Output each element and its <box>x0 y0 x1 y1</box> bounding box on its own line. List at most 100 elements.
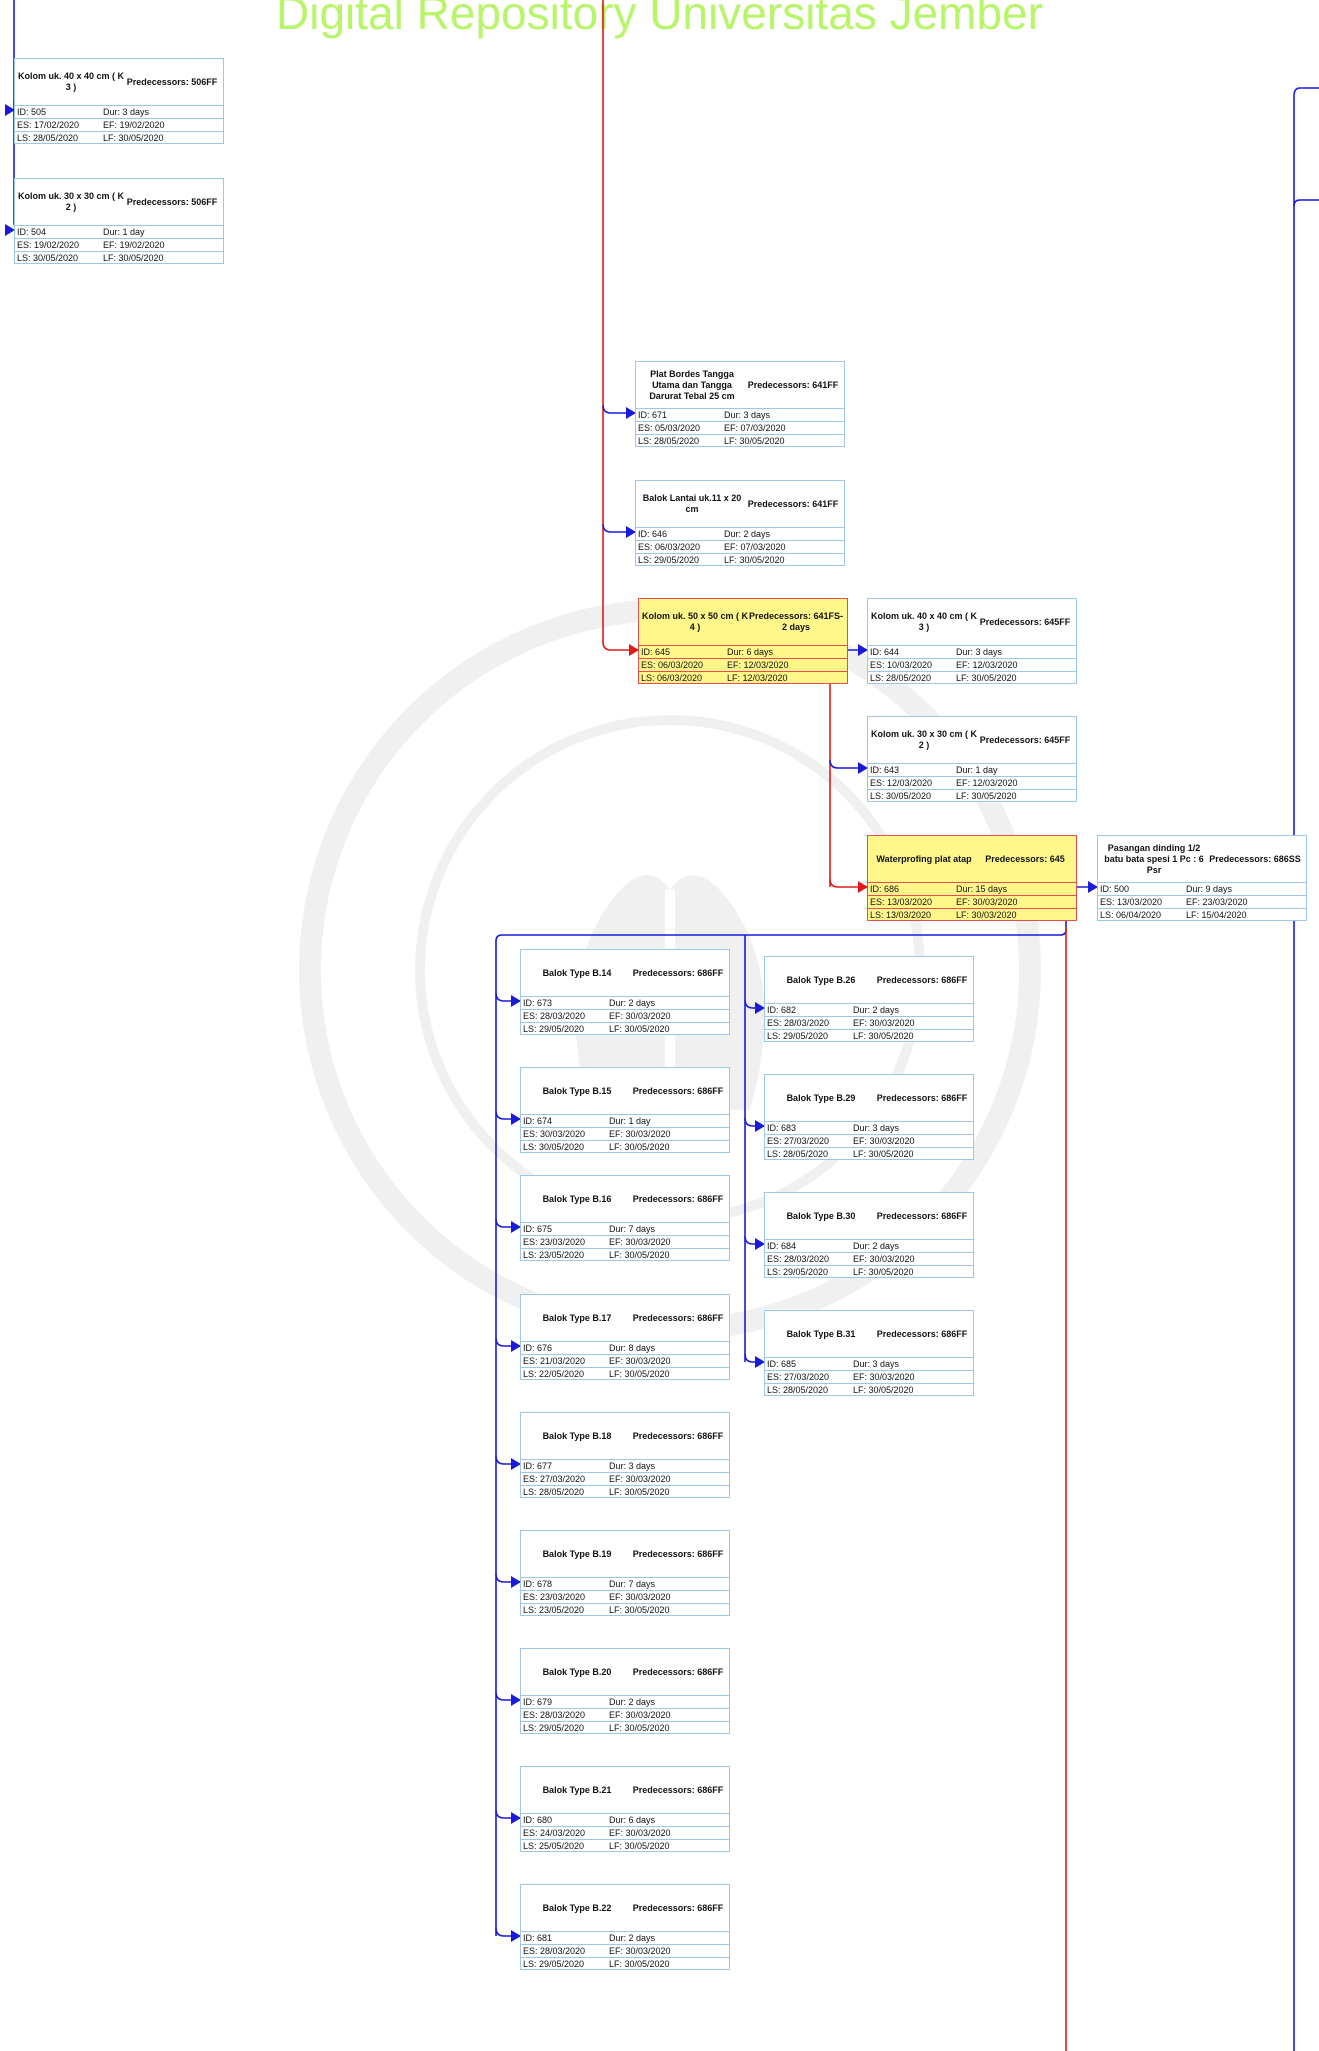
task-node-505[interactable]: Kolom uk. 40 x 40 cm ( K 3 )Predecessors… <box>14 58 224 144</box>
task-late-start: LS: 28/05/2020 <box>767 1385 829 1395</box>
link-arrowhead <box>858 881 868 893</box>
task-id: ID: 684 <box>767 1241 797 1251</box>
task-node-644[interactable]: Kolom uk. 40 x 40 cm ( K 3 )Predecessors… <box>867 598 1077 684</box>
task-early-finish: EF: 19/02/2020 <box>103 120 165 130</box>
link-line <box>495 992 520 1002</box>
link-arrowhead <box>511 1458 521 1470</box>
link-line <box>1293 199 1319 207</box>
task-late-finish: LF: 30/05/2020 <box>609 1142 670 1152</box>
task-early-start: ES: 27/03/2020 <box>767 1136 830 1146</box>
task-name: Plat Bordes Tangga Utama dan Tangga Daru… <box>649 368 735 401</box>
task-late-finish: LF: 30/05/2020 <box>103 253 164 263</box>
link-arrowhead <box>629 644 639 656</box>
task-node-header: Pasangan dinding 1/2 batu bata spesi 1 P… <box>1098 836 1306 882</box>
task-node-671[interactable]: Plat Bordes Tangga Utama dan Tangga Daru… <box>635 361 845 447</box>
task-node-674[interactable]: Balok Type B.15 Predecessors: 686FF ID: 67… <box>520 1067 730 1153</box>
task-early-finish: EF: 07/03/2020 <box>724 423 786 433</box>
task-id: ID: 644 <box>870 647 900 657</box>
task-id: ID: 676 <box>523 1343 553 1353</box>
task-id: ID: 682 <box>767 1005 797 1015</box>
task-id: ID: 679 <box>523 1697 553 1707</box>
task-early-finish: EF: 30/03/2020 <box>609 1011 671 1021</box>
task-id: ID: 673 <box>523 998 553 1008</box>
task-late-start: LS: 22/05/2020 <box>523 1369 585 1379</box>
task-predecessors: Predecessors: 686FF <box>876 974 968 985</box>
task-name: Balok Type B.21 <box>542 1784 612 1795</box>
link-line <box>495 1927 520 1937</box>
task-predecessors: Predecessors: 686FF <box>632 1085 724 1096</box>
task-predecessors: Predecessors: 645 <box>985 853 1065 864</box>
task-predecessors: Predecessors: 506FF <box>126 76 218 87</box>
task-late-start: LS: 28/05/2020 <box>870 673 932 683</box>
link-line <box>495 1218 520 1228</box>
task-late-finish: LF: 30/05/2020 <box>956 791 1017 801</box>
link-line <box>1283 87 1319 2051</box>
task-late-start: LS: 28/05/2020 <box>523 1487 585 1497</box>
task-name: Balok Type B.18 <box>542 1430 612 1441</box>
task-late-start: LS: 29/05/2020 <box>523 1959 585 1969</box>
task-early-start: ES: 30/03/2020 <box>523 1129 586 1139</box>
task-node-643[interactable]: Kolom uk. 30 x 30 cm ( K 2 )Predecessors… <box>867 716 1077 802</box>
task-node-504[interactable]: Kolom uk. 30 x 30 cm ( K 2 )Predecessors… <box>14 178 224 264</box>
task-node-500[interactable]: Pasangan dinding 1/2 batu bata spesi 1 P… <box>1097 835 1307 921</box>
link-line <box>744 999 764 1009</box>
task-late-finish: LF: 30/05/2020 <box>724 436 785 446</box>
task-late-finish: LF: 30/05/2020 <box>853 1385 914 1395</box>
task-name: Kolom uk. 40 x 40 cm ( K 3 ) <box>17 71 125 92</box>
task-early-start: ES: 28/03/2020 <box>767 1254 830 1264</box>
task-duration: Dur: 15 days <box>956 884 1008 894</box>
task-predecessors: Predecessors: 645FF <box>979 616 1071 627</box>
task-predecessors: Predecessors: 686FF <box>632 1666 724 1677</box>
task-late-start: LS: 29/05/2020 <box>523 1723 585 1733</box>
task-late-finish: LF: 12/03/2020 <box>727 673 788 683</box>
task-late-finish: LF: 30/05/2020 <box>609 1723 670 1733</box>
task-name: Kolom uk. 50 x 50 cm ( K 4 ) <box>641 611 749 632</box>
task-node-header: Plat Bordes Tangga Utama dan Tangga Daru… <box>636 362 844 408</box>
task-node-645[interactable]: Kolom uk. 50 x 50 cm ( K 4 )Predecessors… <box>638 598 848 684</box>
task-early-start: ES: 23/03/2020 <box>523 1592 586 1602</box>
link-line <box>744 1353 764 1363</box>
task-duration: Dur: 1 day <box>609 1116 651 1126</box>
task-name: Balok Type B.14 <box>542 967 612 978</box>
task-name: Balok Type B.31 <box>786 1328 856 1339</box>
task-name: Balok Type B.15 <box>542 1085 612 1096</box>
task-early-start: ES: 28/03/2020 <box>523 1946 586 1956</box>
task-early-finish: EF: 30/03/2020 <box>609 1592 671 1602</box>
task-late-start: LS: 28/05/2020 <box>767 1149 829 1159</box>
task-early-start: ES: 19/02/2020 <box>17 240 80 250</box>
